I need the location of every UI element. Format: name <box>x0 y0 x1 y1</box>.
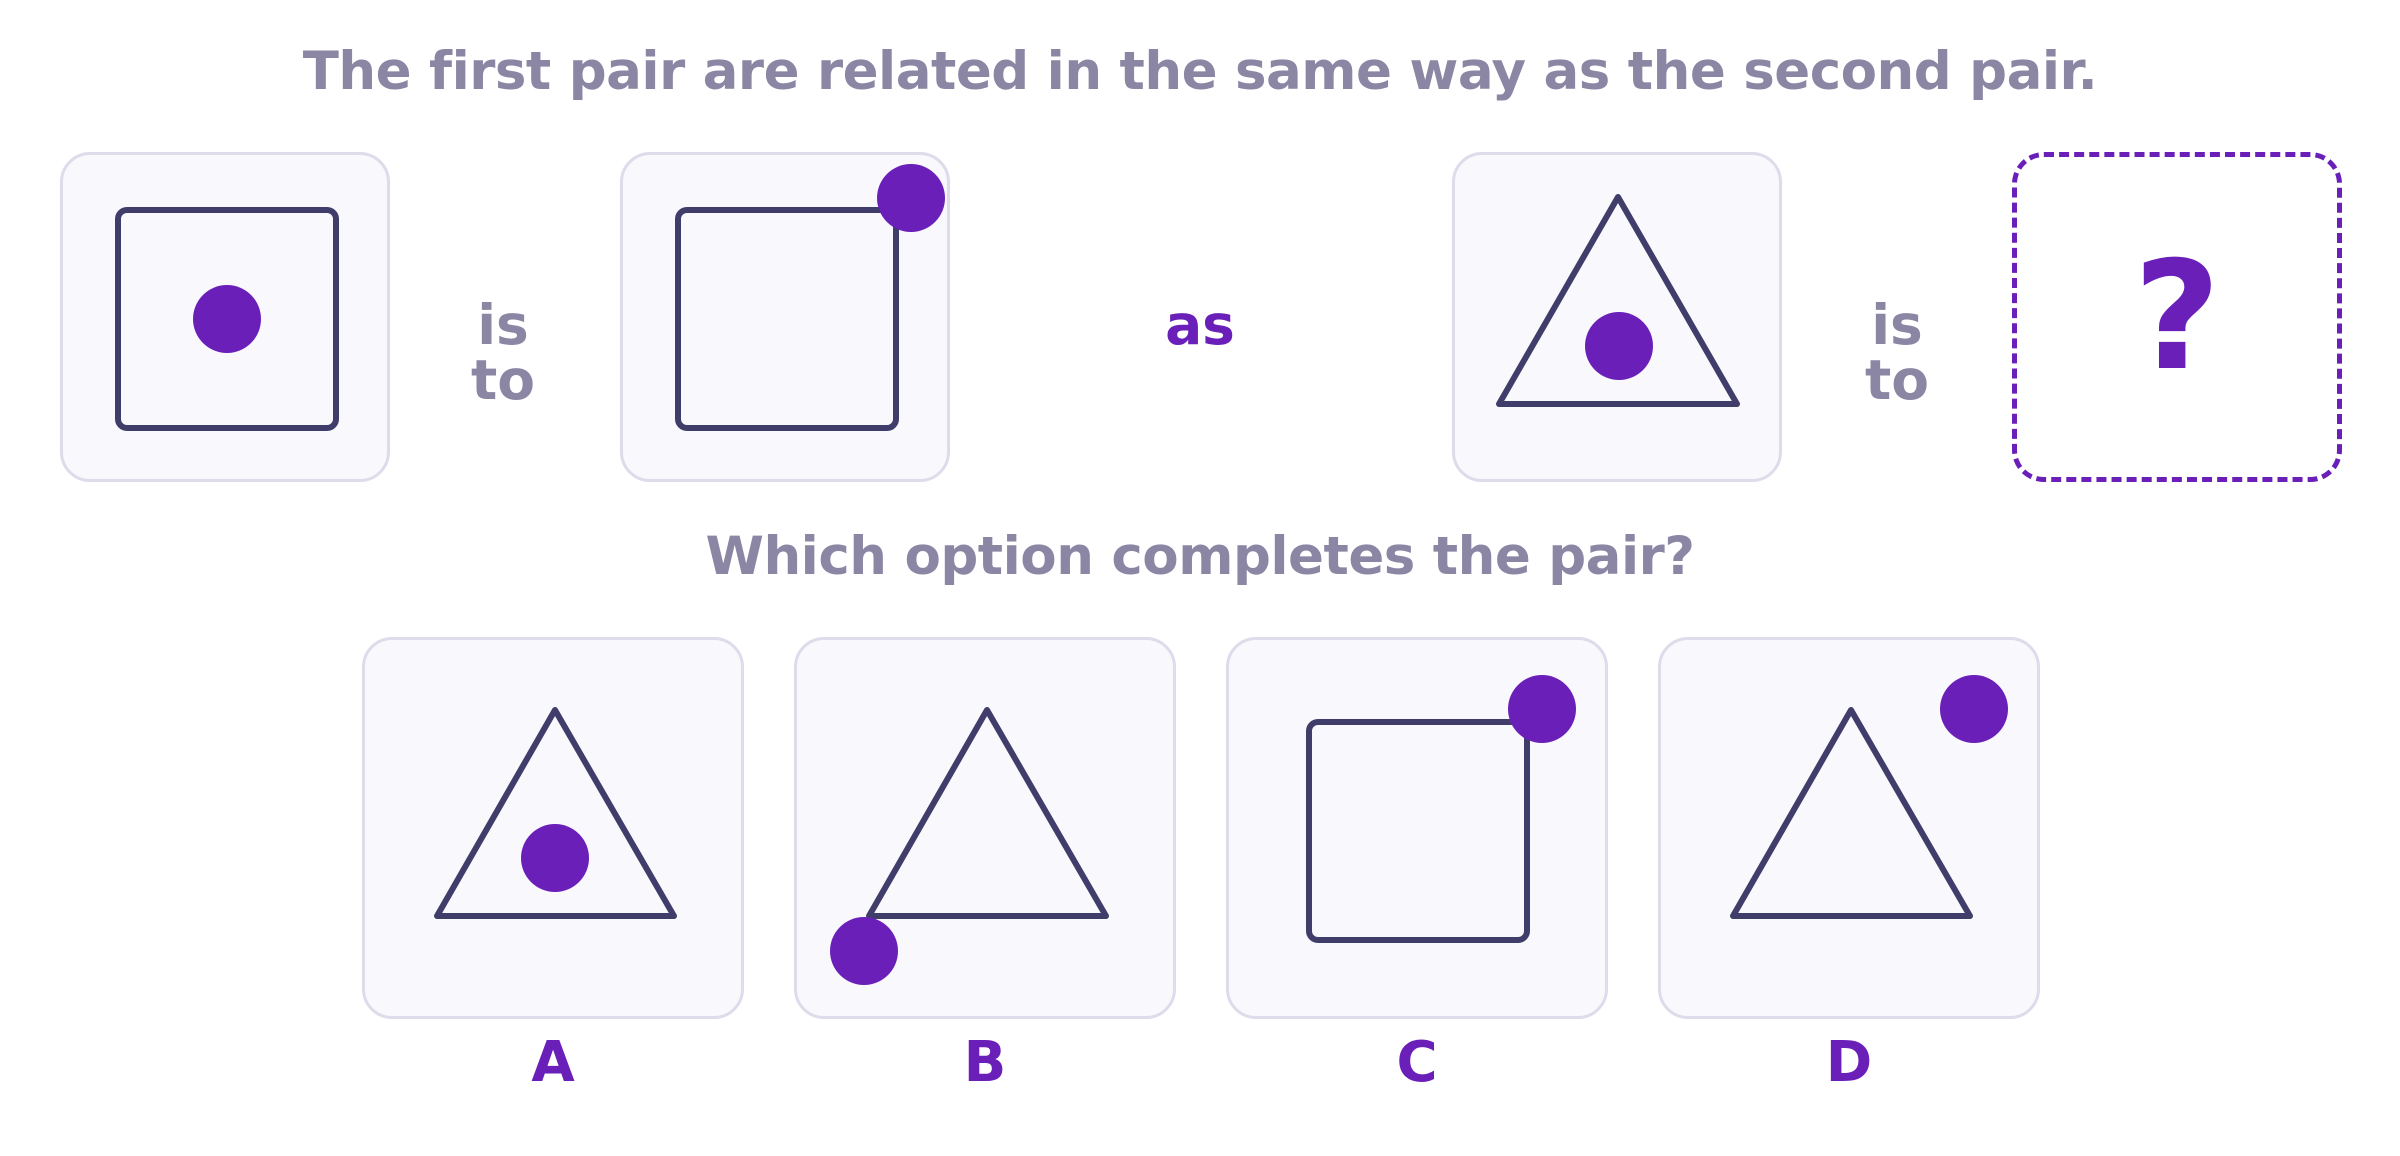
dot-shape <box>1508 675 1576 743</box>
triangle-shape <box>866 707 1109 919</box>
triangle-shape <box>434 707 677 919</box>
triangle-shape <box>1496 194 1740 407</box>
square-shape <box>1306 719 1530 943</box>
pair1-second-card <box>620 152 950 482</box>
dot-shape <box>1585 312 1653 380</box>
as-connector: as <box>1165 293 1235 357</box>
prompt-heading: The first pair are related in the same w… <box>302 41 2098 102</box>
triangle-shape <box>1730 707 1973 919</box>
option-d-card[interactable] <box>1658 637 2040 1019</box>
dot-shape <box>193 285 261 353</box>
option-d-label: D <box>1825 1030 1873 1095</box>
square-shape <box>675 207 899 431</box>
option-b-card[interactable] <box>794 637 1176 1019</box>
square-with-center-dot-figure <box>115 207 339 431</box>
is-to-connector: is to <box>470 293 536 412</box>
triangle-with-center-dot-figure <box>434 707 677 919</box>
triangle-with-center-dot-figure <box>1496 194 1740 407</box>
option-c-label: C <box>1396 1030 1438 1095</box>
is-to-connector: is to <box>1864 293 1930 412</box>
dot-shape <box>830 917 898 985</box>
triangle-with-corner-dot-figure <box>830 707 1109 985</box>
pair2-first-card <box>1452 152 1782 482</box>
option-a-label: A <box>531 1030 575 1095</box>
dot-shape <box>877 164 945 232</box>
option-a-card[interactable] <box>362 637 744 1019</box>
option-c-card[interactable] <box>1226 637 1608 1019</box>
dot-shape <box>521 824 589 892</box>
question-heading: Which option completes the pair? <box>705 526 1695 587</box>
option-b-label: B <box>963 1030 1007 1095</box>
question-mark: ? <box>2133 230 2221 404</box>
pair1-first-card <box>60 152 390 482</box>
square-shape <box>115 207 339 431</box>
dot-shape <box>1940 675 2008 743</box>
square-with-corner-dot-figure <box>1306 675 1576 943</box>
square-with-corner-dot-figure <box>675 164 945 431</box>
missing-answer-placeholder: ? <box>2012 152 2342 482</box>
triangle-with-outside-dot-figure <box>1730 675 2008 919</box>
